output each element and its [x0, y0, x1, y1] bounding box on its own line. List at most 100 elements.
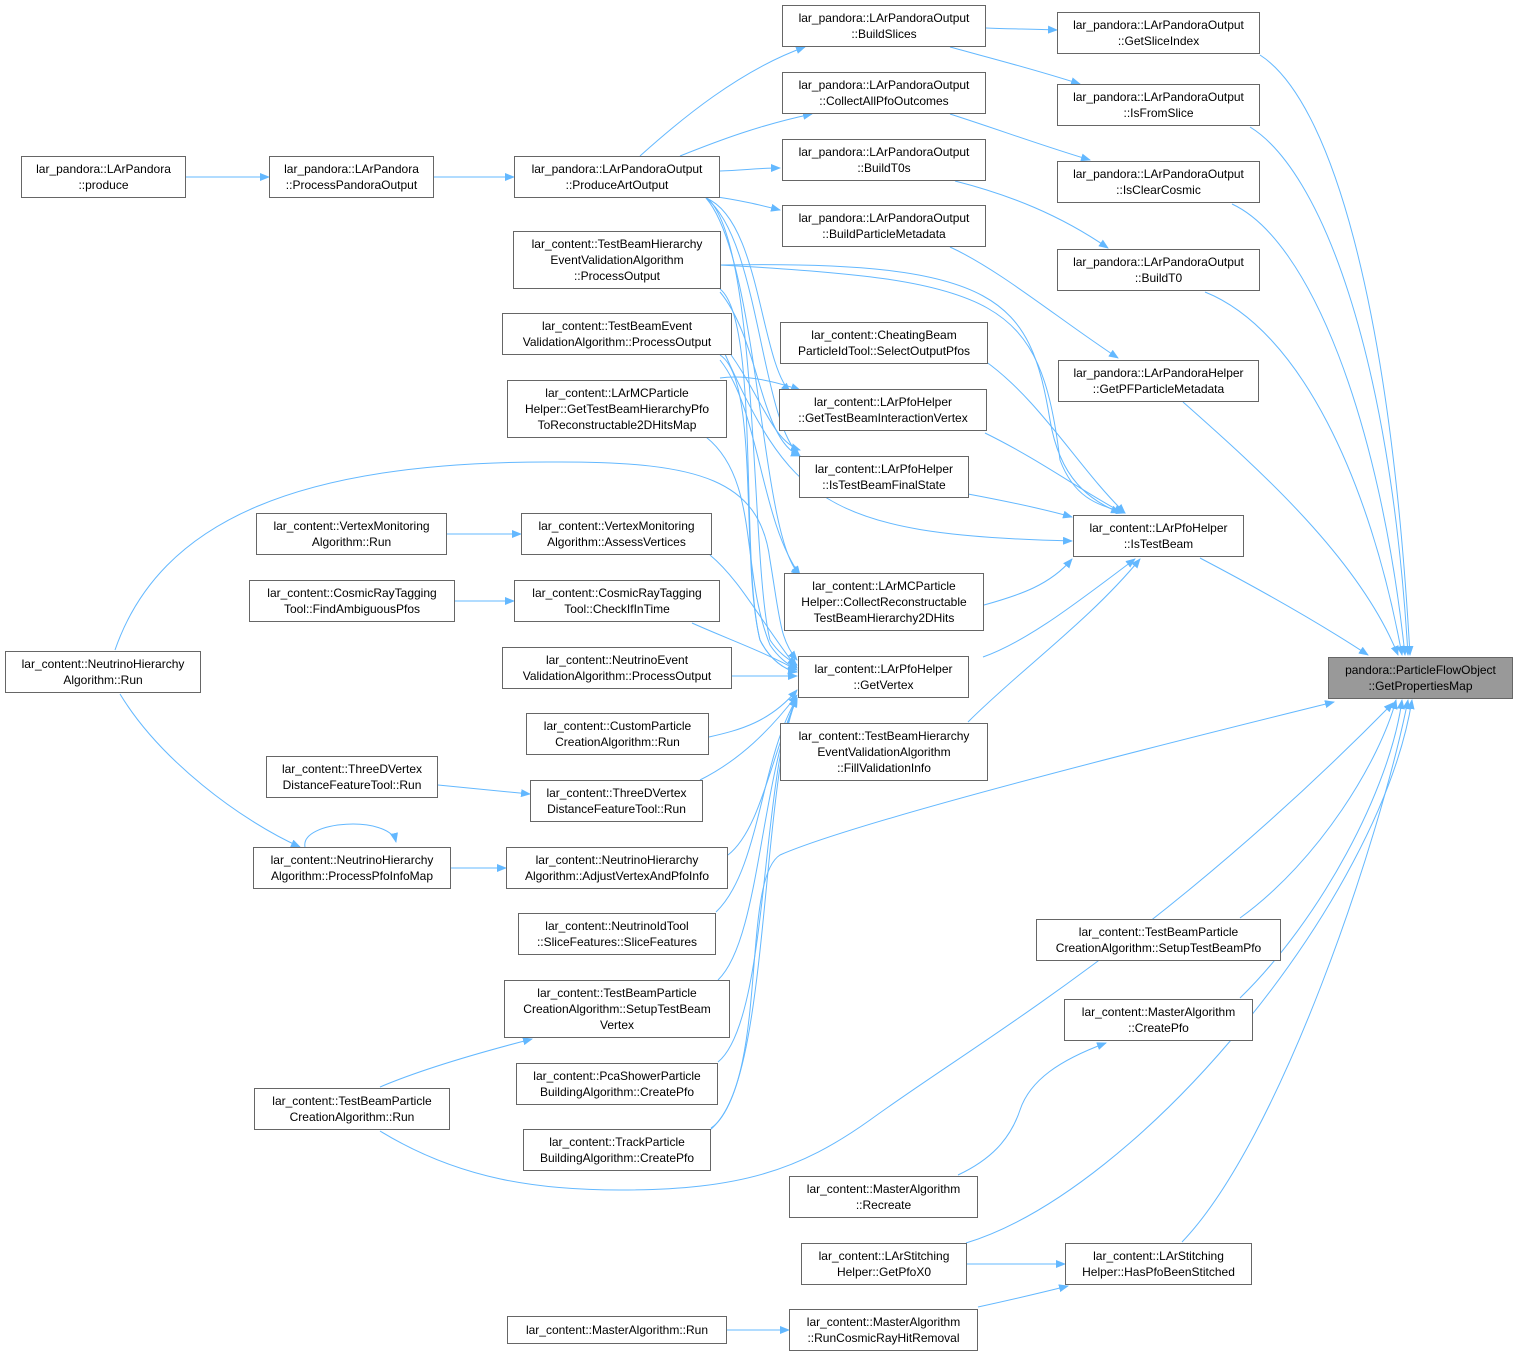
call-edge: [705, 436, 798, 671]
node-neutrino-event-process-output[interactable]: lar_content::NeutrinoEvent ValidationAlg…: [502, 647, 732, 689]
node-get-test-beam-hierarchy-pfo-map[interactable]: lar_content::LArMCParticle Helper::GetTe…: [507, 380, 727, 438]
node-build-t0s[interactable]: lar_pandora::LArPandoraOutput ::BuildT0s: [782, 139, 986, 181]
node-find-ambiguous-pfos[interactable]: lar_content::CosmicRayTagging Tool::Find…: [249, 580, 455, 622]
call-edge: [699, 694, 798, 781]
node-collect-all-pfo-outcomes[interactable]: lar_pandora::LArPandoraOutput ::CollectA…: [782, 72, 986, 114]
node-label-line: lar_content::MasterAlgorithm::Run: [525, 1323, 709, 1337]
node-label-line: lar_content::LArPfoHelper: [1089, 521, 1228, 535]
node-label-line: lar_pandora::LArPandoraOutput: [1073, 255, 1244, 269]
node-label-line: lar_content::VertexMonitoring: [538, 519, 695, 533]
node-label-line: EventValidationAlgorithm: [550, 253, 684, 267]
node-get-properties-map[interactable]: pandora::ParticleFlowObject ::GetPropert…: [1328, 657, 1513, 699]
node-label-line: lar_pandora::LArPandoraOutput: [798, 78, 970, 92]
call-edge: [119, 693, 301, 848]
node-setup-test-beam-pfo[interactable]: lar_content::TestBeamParticle CreationAl…: [1036, 919, 1281, 961]
node-label-line: lar_content::TestBeamParticle: [272, 1094, 432, 1108]
node-label-line: lar_content::CosmicRayTagging: [267, 586, 437, 600]
node-tb-hierarchy-process-output[interactable]: lar_content::TestBeamHierarchy EventVali…: [513, 231, 721, 289]
node-tb-event-process-output[interactable]: lar_content::TestBeamEvent ValidationAlg…: [502, 313, 732, 355]
node-check-if-in-time[interactable]: lar_content::CosmicRayTagging Tool::Chec…: [514, 580, 720, 622]
node-label-line: Algorithm::Run: [63, 673, 143, 687]
node-build-slices[interactable]: lar_pandora::LArPandoraOutput ::BuildSli…: [782, 5, 986, 47]
node-get-test-beam-interaction-vertex[interactable]: lar_content::LArPfoHelper ::GetTestBeamI…: [779, 389, 987, 431]
node-three-d-vertex-distance-run[interactable]: lar_content::ThreeDVertex DistanceFeatur…: [530, 780, 703, 822]
node-label-line: lar_content::NeutrinoHierarchy: [21, 657, 185, 671]
node-fill-validation-info[interactable]: lar_content::TestBeamHierarchy EventVali…: [780, 723, 988, 781]
node-master-algorithm-run[interactable]: lar_content::MasterAlgorithm::Run: [507, 1316, 727, 1344]
node-label-line: ValidationAlgorithm::ProcessOutput: [522, 669, 712, 683]
node-label-line: ::GetTestBeamInteractionVertex: [798, 411, 968, 425]
node-label-line: ::IsFromSlice: [1123, 106, 1194, 120]
node-adjust-vertex-and-pfo-info[interactable]: lar_content::NeutrinoHierarchy Algorithm…: [506, 847, 728, 889]
node-label-line: lar_content::MasterAlgorithm: [806, 1315, 961, 1329]
node-label-line: BuildingAlgorithm::CreatePfo: [539, 1151, 695, 1165]
node-build-t0[interactable]: lar_pandora::LArPandoraOutput ::BuildT0: [1057, 249, 1260, 291]
node-label-line: lar_pandora::LArPandoraHelper: [1073, 366, 1244, 380]
node-process-pfo-info-map[interactable]: lar_content::NeutrinoHierarchy Algorithm…: [253, 847, 451, 889]
node-label-line: lar_content::TestBeamParticle: [537, 986, 697, 1000]
node-pca-shower-create-pfo[interactable]: lar_content::PcaShowerParticle BuildingA…: [516, 1063, 718, 1105]
node-is-test-beam[interactable]: lar_content::LArPfoHelper ::IsTestBeam: [1073, 515, 1244, 557]
node-vertex-monitoring-run[interactable]: lar_content::VertexMonitoring Algorithm:…: [256, 513, 447, 555]
node-larpandora-produce[interactable]: lar_pandora::LArPandora ::produce: [21, 156, 186, 198]
call-edge: [967, 493, 1073, 519]
node-label-line: lar_content::TestBeamEvent: [541, 319, 693, 333]
node-label-line: ValidationAlgorithm::ProcessOutput: [522, 335, 712, 349]
node-custom-particle-run[interactable]: lar_content::CustomParticle CreationAlgo…: [526, 713, 709, 755]
node-process-pandora-output[interactable]: lar_pandora::LArPandora ::ProcessPandora…: [269, 156, 434, 198]
node-get-vertex[interactable]: lar_content::LArPfoHelper ::GetVertex: [798, 656, 969, 698]
node-label-line: lar_content::TestBeamParticle: [1078, 925, 1239, 939]
node-label-line: CreationAlgorithm::Run: [555, 735, 680, 749]
node-master-recreate[interactable]: lar_content::MasterAlgorithm ::Recreate: [789, 1176, 978, 1218]
node-label-line: ToReconstructable2DHitsMap: [537, 418, 697, 432]
call-edge: [719, 339, 801, 451]
node-label-line: lar_content::NeutrinoIdTool: [545, 919, 689, 933]
call-edge: [949, 246, 1119, 359]
node-get-pfparticle-metadata[interactable]: lar_pandora::LArPandoraHelper ::GetPFPar…: [1058, 360, 1259, 402]
node-test-beam-particle-run[interactable]: lar_content::TestBeamParticle CreationAl…: [254, 1088, 450, 1130]
node-produce-art-output[interactable]: lar_pandora::LArPandoraOutput ::ProduceA…: [514, 156, 720, 198]
node-label-line: CreationAlgorithm::SetupTestBeamPfo: [1055, 941, 1262, 955]
node-label-line: CreationAlgorithm::SetupTestBeam: [523, 1002, 711, 1016]
node-label-line: CreationAlgorithm::Run: [289, 1110, 415, 1124]
call-edge: [1239, 699, 1398, 919]
node-build-particle-metadata[interactable]: lar_pandora::LArPandoraOutput ::BuildPar…: [782, 205, 986, 247]
call-edge: [1239, 699, 1405, 999]
node-assess-vertices[interactable]: lar_content::VertexMonitoring Algorithm:…: [521, 513, 712, 555]
node-three-d-vertex-tool-run[interactable]: lar_content::ThreeDVertex DistanceFeatur…: [266, 756, 438, 798]
call-edge: [708, 689, 798, 738]
node-label-line: lar_content::ThreeDVertex: [546, 786, 687, 800]
node-label-line: lar_content::LArMCParticle: [812, 579, 956, 593]
call-edge: [949, 113, 1091, 162]
node-is-from-slice[interactable]: lar_pandora::LArPandoraOutput ::IsFromSl…: [1057, 84, 1260, 126]
node-label-line: ::BuildT0: [1134, 271, 1183, 285]
call-edge: [719, 359, 801, 576]
node-label-line: lar_content::MasterAlgorithm: [1081, 1005, 1236, 1019]
node-label-line: ::GetSliceIndex: [1117, 34, 1200, 48]
node-get-slice-index[interactable]: lar_pandora::LArPandoraOutput ::GetSlice…: [1057, 12, 1260, 54]
call-edge: [705, 197, 791, 393]
node-get-pfo-x0[interactable]: lar_content::LArStitching Helper::GetPfo…: [801, 1243, 967, 1285]
node-label-line: lar_content::CustomParticle: [543, 719, 692, 733]
node-neutrino-hierarchy-run[interactable]: lar_content::NeutrinoHierarchy Algorithm…: [5, 651, 201, 693]
node-slice-features[interactable]: lar_content::NeutrinoIdTool ::SliceFeatu…: [518, 913, 716, 955]
node-label-line: lar_content::TestBeamHierarchy: [531, 237, 703, 251]
call-edge: [965, 699, 1415, 1244]
node-track-particle-create-pfo[interactable]: lar_content::TrackParticle BuildingAlgor…: [523, 1129, 711, 1171]
node-run-cosmic-ray-hit-removal[interactable]: lar_content::MasterAlgorithm ::RunCosmic…: [789, 1309, 978, 1351]
node-label-line: lar_content::VertexMonitoring: [273, 519, 430, 533]
node-master-create-pfo[interactable]: lar_content::MasterAlgorithm ::CreatePfo: [1064, 999, 1253, 1041]
node-collect-reconstructable-2d-hits[interactable]: lar_content::LArMCParticle Helper::Colle…: [784, 573, 984, 631]
node-label-line: Algorithm::Run: [311, 535, 392, 549]
node-is-clear-cosmic[interactable]: lar_pandora::LArPandoraOutput ::IsClearC…: [1057, 161, 1260, 203]
call-edge: [709, 700, 1335, 1131]
call-edge: [719, 342, 1073, 545]
node-label-line: lar_content::PcaShowerParticle: [533, 1069, 701, 1083]
node-has-pfo-been-stitched[interactable]: lar_content::LArStitching Helper::HasPfo…: [1065, 1243, 1252, 1285]
node-is-test-beam-final-state[interactable]: lar_content::LArPfoHelper ::IsTestBeamFi…: [799, 456, 969, 498]
call-edge: [1199, 557, 1369, 656]
call-edge: [114, 461, 798, 661]
node-setup-test-beam-vertex[interactable]: lar_content::TestBeamParticle CreationAl…: [504, 980, 730, 1038]
node-cheating-select-output-pfos[interactable]: lar_content::CheatingBeam ParticleIdTool…: [780, 322, 988, 364]
call-edge: [304, 823, 398, 848]
